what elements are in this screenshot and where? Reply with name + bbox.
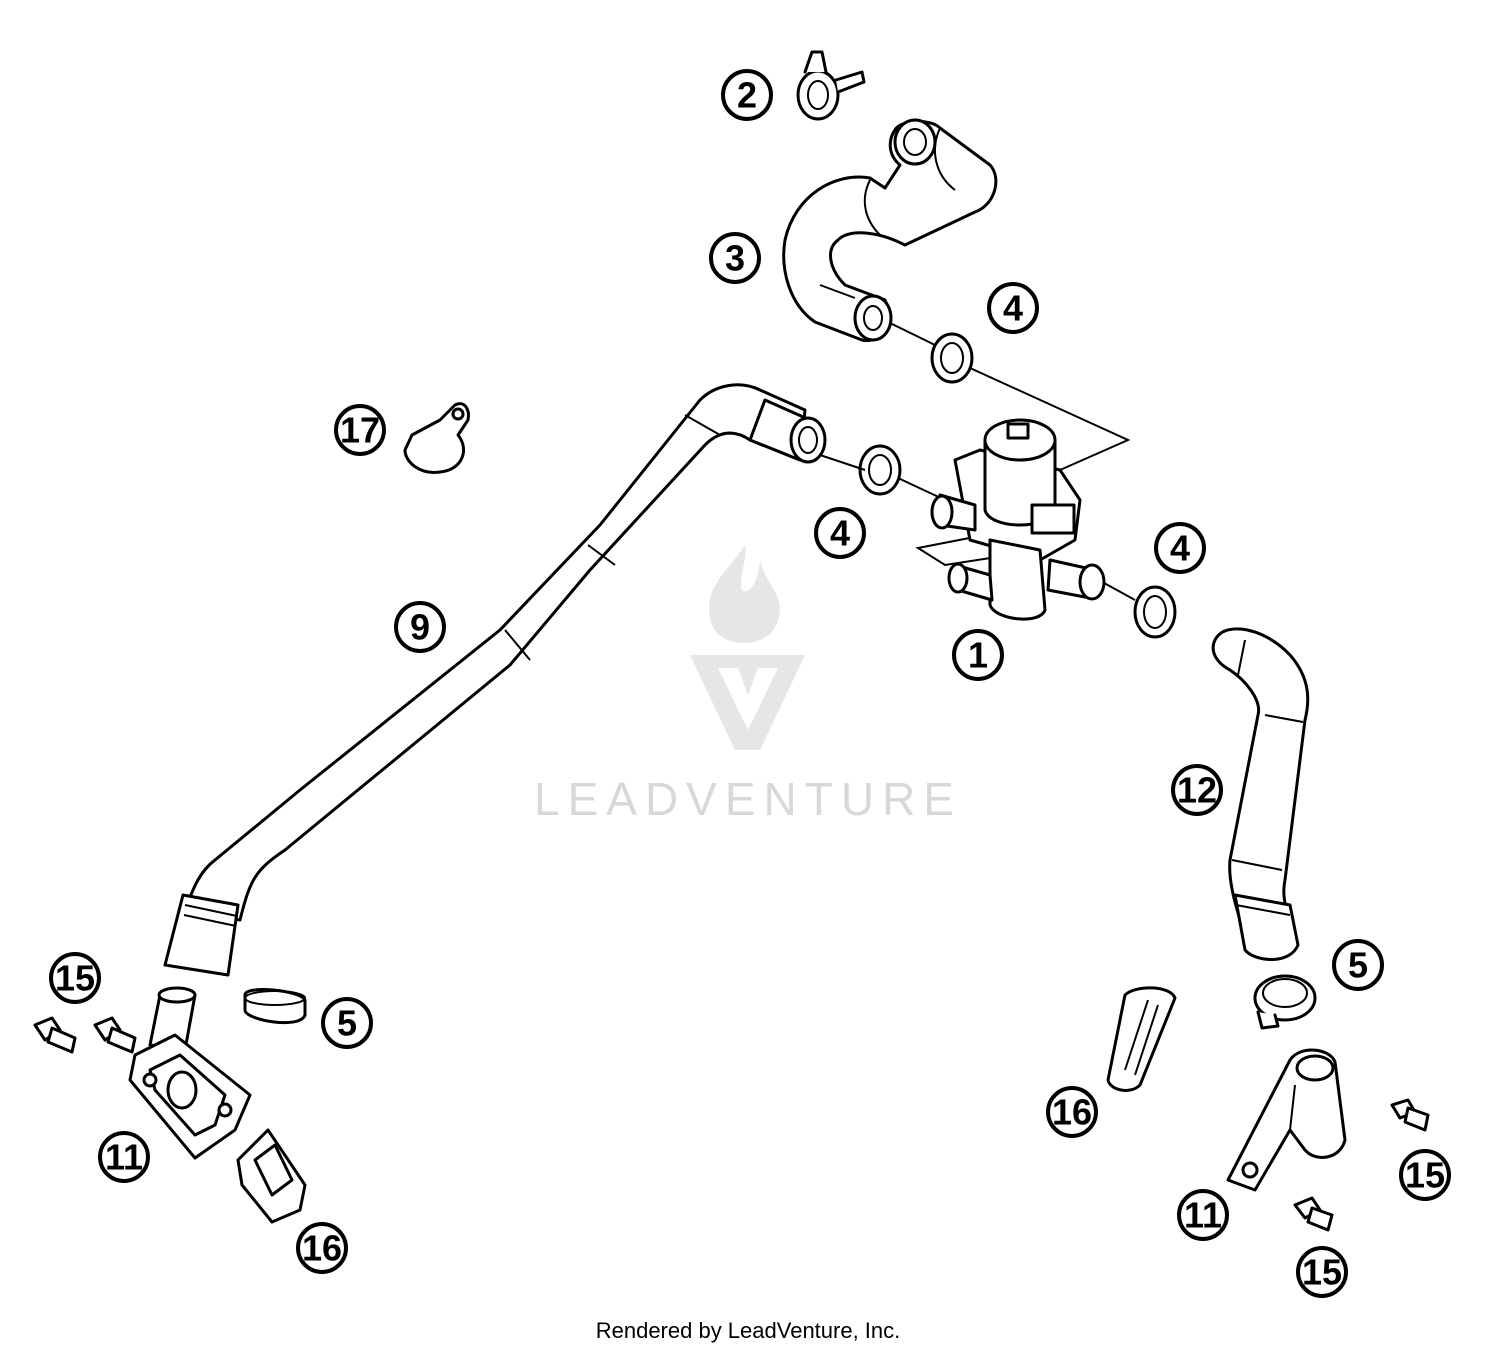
callout-12-label: 12 (1177, 770, 1217, 811)
part-15-bolt-left-outer (33, 1016, 77, 1054)
part-16-reed-plate-left (236, 1128, 307, 1224)
part-4-clamp-upper (930, 332, 974, 384)
callout-5-left: 5 (321, 997, 373, 1049)
part-4-clamp-right (1133, 585, 1177, 639)
watermark: LEADVENTURE (534, 545, 962, 825)
callout-11-left-label: 11 (105, 1137, 143, 1178)
callout-4-middle: 4 (814, 507, 866, 559)
callout-17-label: 17 (340, 410, 380, 451)
part-4-clamp-middle (858, 444, 902, 496)
part-12-right-hose (1211, 627, 1310, 961)
callout-4-right: 4 (1154, 522, 1206, 574)
callout-11-right-label: 11 (1184, 1195, 1222, 1236)
part-15-bolt-right-upper (1390, 1098, 1430, 1132)
part-15-bolt-right-lower (1293, 1196, 1334, 1232)
callout-12: 12 (1171, 764, 1223, 816)
part-5-clamp-left (243, 988, 307, 1025)
part-2-spring-clamp (796, 50, 866, 121)
flame-v-logo-icon (690, 545, 805, 750)
callout-3: 3 (709, 232, 761, 284)
callout-15-right-upper-label: 15 (1405, 1155, 1445, 1196)
callout-4-middle-label: 4 (830, 513, 850, 554)
part-1-air-valve (915, 418, 1106, 621)
callout-4-right-label: 4 (1170, 528, 1190, 569)
callout-15-right-lower: 15 (1296, 1246, 1348, 1298)
callout-1: 1 (952, 629, 1004, 681)
callout-11-right: 11 (1177, 1189, 1229, 1241)
callout-9-label: 9 (410, 607, 430, 648)
callout-11-left: 11 (98, 1131, 150, 1183)
callout-16-right-label: 16 (1052, 1092, 1092, 1133)
leader-lines (819, 322, 1136, 601)
part-11-reed-housing-left (128, 986, 252, 1160)
watermark-brand: LEADVENTURE (534, 773, 962, 825)
part-15-bolt-left-inner (93, 1016, 137, 1054)
callout-17: 17 (334, 404, 386, 456)
part-9-long-hose (163, 383, 827, 977)
callout-4-upper: 4 (987, 282, 1039, 334)
callout-15-left-label: 15 (55, 958, 95, 999)
callout-16-left-label: 16 (302, 1228, 342, 1269)
part-11-reed-housing-right (1226, 1048, 1347, 1192)
callout-15-left: 15 (49, 952, 101, 1004)
part-16-reed-plate-right (1106, 986, 1177, 1092)
callout-2-label: 2 (737, 75, 757, 116)
callout-2: 2 (721, 69, 773, 121)
callout-5-left-label: 5 (337, 1003, 357, 1044)
callout-16-right: 16 (1046, 1086, 1098, 1138)
callout-3-label: 3 (725, 238, 745, 279)
callout-15-right-lower-label: 15 (1302, 1252, 1342, 1293)
callout-5-right: 5 (1332, 939, 1384, 991)
part-3-upper-hose (782, 118, 998, 343)
part-5-clamp-right (1253, 974, 1317, 1030)
callout-1-label: 1 (968, 635, 988, 676)
callout-9: 9 (394, 601, 446, 653)
callout-16-left: 16 (296, 1222, 348, 1274)
footer-credit: Rendered by LeadVenture, Inc. (596, 1318, 901, 1343)
part-17-hose-clip (403, 402, 470, 474)
callout-15-right-upper: 15 (1399, 1149, 1451, 1201)
callout-4-upper-label: 4 (1003, 288, 1023, 329)
callout-5-right-label: 5 (1348, 945, 1368, 986)
